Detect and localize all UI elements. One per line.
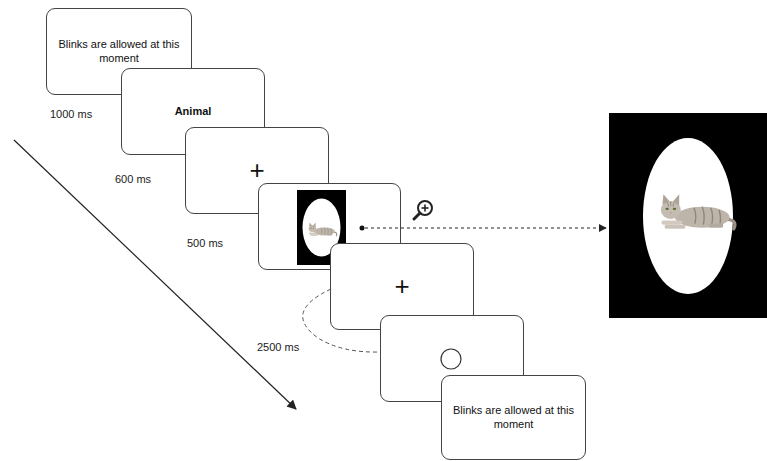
duration-label: 1000 ms xyxy=(50,108,92,120)
zoomed-stimulus xyxy=(609,113,767,318)
screen-text: + xyxy=(394,270,409,303)
duration-label: 2500 ms xyxy=(257,341,299,353)
screen-text: Blinks are allowed at this moment xyxy=(55,38,183,66)
magnifier-icon xyxy=(414,201,432,219)
screen-text: Blinks are allowed at this moment xyxy=(450,404,577,432)
screen-text: + xyxy=(249,154,264,187)
duration-label: 600 ms xyxy=(115,173,151,185)
time-arrow xyxy=(14,140,296,409)
blink-screen: Blinks are allowed at this moment xyxy=(441,375,586,460)
screen-text: Animal xyxy=(175,105,212,119)
duration-label: 500 ms xyxy=(187,237,223,249)
